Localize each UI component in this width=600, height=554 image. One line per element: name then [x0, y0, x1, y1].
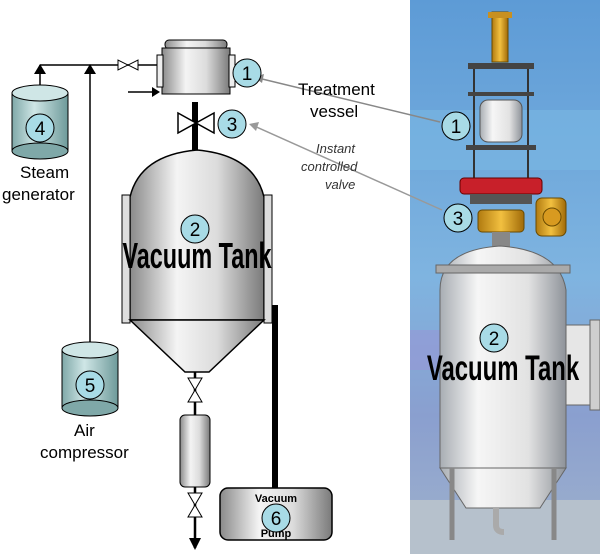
photo-red-clamp — [459, 177, 543, 195]
badge-number: 3 — [227, 115, 238, 136]
air-cylinder-top — [61, 341, 119, 359]
photo-treatment-vessel — [479, 99, 523, 143]
badge-circle — [25, 113, 55, 143]
badge-number: 6 — [271, 509, 282, 530]
badge-circle — [180, 214, 210, 244]
air-arrow-icon — [84, 64, 96, 74]
steam-label-2: generator — [2, 185, 75, 204]
treatment-vessel — [156, 39, 236, 95]
vessel-pointer — [257, 77, 441, 123]
vacuum-line — [262, 305, 278, 488]
badge-number: 2 — [190, 220, 201, 241]
steam-generator: Steam generator — [2, 84, 75, 204]
discharge-assembly — [179, 377, 211, 518]
photo-tank-label: Vacuum Tank — [427, 350, 580, 389]
vessel-body — [161, 47, 231, 95]
badge-number: 3 — [453, 209, 464, 230]
badge-circle — [443, 203, 473, 233]
pointer-arrowhead-icon — [249, 122, 259, 131]
lower-valve-icon — [187, 377, 203, 391]
air-cylinder-bottom — [61, 399, 119, 417]
steam-valve-icon — [117, 59, 130, 71]
badge-number: 5 — [85, 376, 96, 397]
photo-valve-gear — [542, 207, 562, 227]
photo-valve — [477, 209, 525, 233]
photo-actuator — [491, 11, 509, 63]
lower-valve-icon — [187, 389, 203, 403]
air-label-1: Air — [74, 421, 95, 440]
steam-valve-icon — [126, 59, 139, 71]
photo-tank-cone — [439, 467, 567, 509]
steam-arrow-icon — [34, 64, 46, 74]
treatment-label-1: Treatment — [298, 80, 375, 99]
photo-frame-plate — [468, 92, 534, 96]
photo-clamp-body — [470, 194, 532, 204]
air-label-2: compressor — [40, 443, 129, 462]
vessel-flange-left — [156, 54, 164, 88]
badge-circle — [261, 503, 291, 533]
photo-panel: Vacuum Tank — [410, 0, 600, 554]
photo-frame-plate — [468, 63, 534, 69]
badge-number: 2 — [489, 329, 500, 350]
valve-label-2: controlled — [301, 159, 358, 174]
pointers — [249, 74, 443, 211]
photo-drain — [493, 508, 505, 535]
valve-icon — [194, 111, 215, 135]
valve-label-3: valve — [325, 177, 355, 192]
pump-label-2: Pump — [261, 528, 292, 540]
photo-flange-plate — [589, 319, 600, 411]
photo-tank-rim — [435, 264, 571, 274]
badge-valve: 3 — [217, 109, 247, 139]
badge-steam: 4 — [25, 113, 55, 143]
valve-label-1: Instant — [316, 141, 356, 156]
badge-photo-tank: 2 — [479, 323, 509, 353]
photo-actuator-cap — [488, 12, 512, 18]
badge-photo-valve: 3 — [443, 203, 473, 233]
photo-neck — [492, 232, 510, 248]
badge-vessel: 1 — [232, 58, 262, 88]
steam-cylinder-bottom — [11, 142, 69, 160]
badge-circle — [232, 58, 262, 88]
inlet-arrow-icon — [152, 87, 160, 97]
collector-vessel — [179, 414, 211, 488]
badge-number: 1 — [242, 64, 253, 85]
vacuum-tank: Vacuum Tank — [121, 149, 273, 373]
badge-circle — [75, 370, 105, 400]
vessel-pipe — [192, 102, 198, 152]
badge-air: 5 — [75, 370, 105, 400]
badge-tank: 2 — [180, 214, 210, 244]
air-compressor: Air compressor — [40, 341, 129, 462]
photo-floor — [410, 500, 600, 554]
lower-valve-icon — [187, 492, 203, 506]
badge-circle — [217, 109, 247, 139]
steam-label-1: Steam — [20, 163, 69, 182]
badge-circle — [441, 111, 471, 141]
treatment-label-2: vessel — [310, 102, 358, 121]
photo-frame-plate — [466, 145, 536, 150]
instant-controlled-valve — [177, 111, 215, 135]
tank-band-left — [121, 194, 131, 324]
badge-circle — [479, 323, 509, 353]
valve-icon — [177, 111, 198, 135]
badge-photo-vessel: 1 — [441, 111, 471, 141]
valve-pointer — [251, 124, 443, 211]
steam-cylinder-top — [11, 84, 69, 102]
badge-pump: 6 — [261, 503, 291, 533]
tank-cone — [128, 319, 266, 373]
lower-valve-icon — [187, 504, 203, 518]
badge-number: 1 — [451, 117, 462, 138]
pump-label-1: Vacuum — [255, 493, 297, 505]
tank-band-right — [263, 194, 273, 324]
badge-number: 4 — [35, 119, 46, 140]
discharge-arrow-icon — [189, 538, 201, 550]
